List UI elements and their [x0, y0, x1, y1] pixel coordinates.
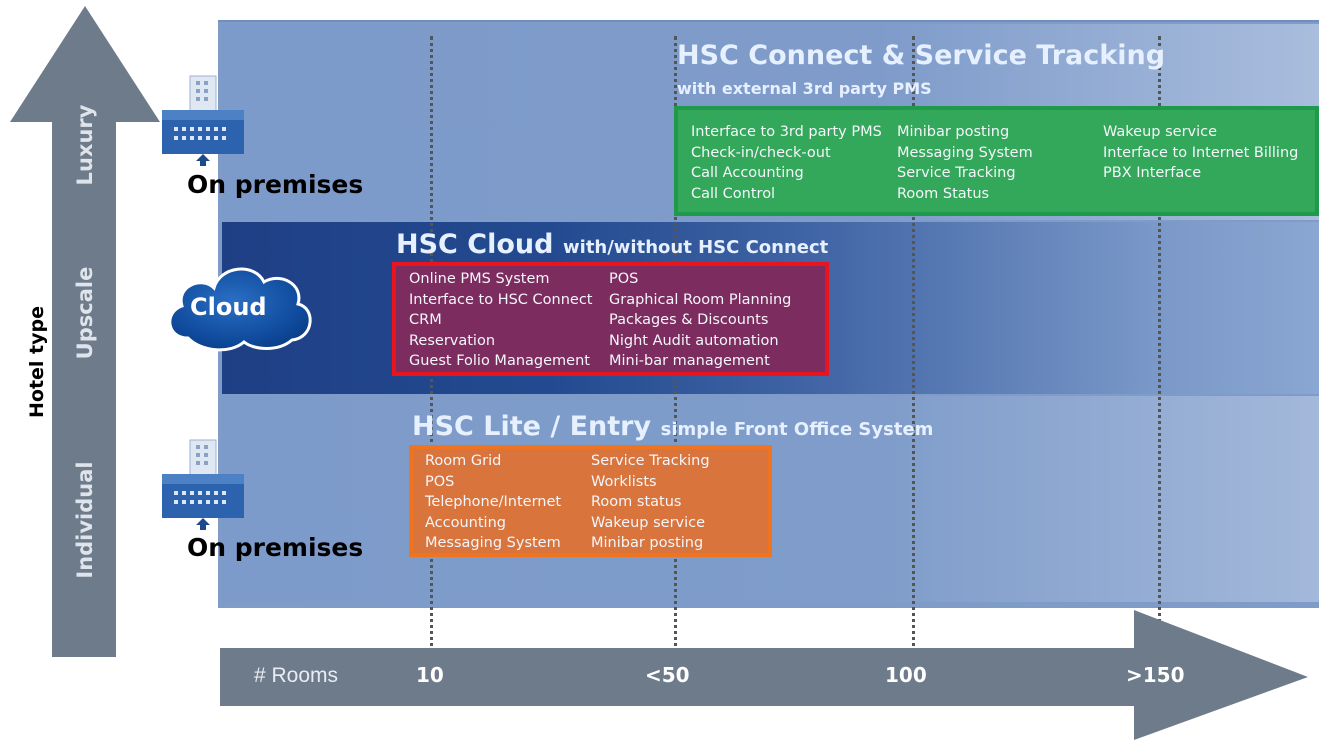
feature: Interface to Internet Billing [1103, 144, 1299, 161]
feature: Mini-bar management [609, 353, 770, 369]
feature: Room Grid [425, 453, 502, 469]
cloud-feature-box [392, 262, 829, 376]
tick-label: >150 [1126, 663, 1185, 687]
connect-title: HSC Connect & Service Tracking [677, 40, 1166, 71]
feature: Service Tracking [897, 165, 1016, 181]
connect-feature-box [674, 106, 1319, 216]
tier-luxury: Luxury [73, 104, 97, 186]
lite-features-col2: Service Tracking Worklists Room status W… [591, 451, 710, 554]
tick-label: <50 [645, 663, 690, 687]
connect-features-col1: Interface to 3rd party PMS Check-in/chec… [691, 122, 882, 204]
feature: Wakeup service [591, 514, 706, 531]
lite-subtitle: simple Front Office System [660, 419, 934, 440]
feature: Interface to 3rd party PMS [691, 124, 882, 140]
guide-line-150 [1158, 36, 1161, 654]
cloud-icon [168, 267, 312, 352]
feature: POS [609, 271, 639, 287]
building-icon [162, 75, 244, 166]
cloud-subtitle: with/without HSC Connect [563, 237, 829, 258]
feature: Packages & Discounts [609, 312, 769, 328]
feature: PBX Interface [1103, 165, 1202, 181]
cloud-title: HSC Cloud with/without HSC Connect [396, 229, 828, 260]
feature: Call Control [691, 185, 776, 202]
feature: Call Accounting [691, 165, 804, 181]
feature: Telephone/Internet [425, 494, 562, 510]
tick-label: 10 [416, 663, 444, 687]
hotel-type-axis-arrow [10, 6, 160, 657]
feature: Guest Folio Management [409, 353, 590, 369]
feature: Worklists [591, 473, 657, 490]
feature: Night Audit automation [609, 332, 779, 349]
feature: Check-in/check-out [691, 144, 831, 161]
feature: Graphical Room Planning [609, 291, 792, 308]
feature: Wakeup service [1103, 124, 1218, 140]
connect-subtitle: with external 3rd party PMS [677, 79, 932, 98]
y-axis-label: Hotel type [26, 306, 48, 419]
tick-label: 100 [885, 663, 927, 687]
connect-features-col2: Minibar posting Messaging System Service… [897, 122, 1033, 204]
building-icon [162, 439, 244, 530]
feature: Service Tracking [591, 453, 710, 469]
feature: Reservation [409, 332, 496, 349]
feature: CRM [409, 312, 442, 328]
feature: Room Status [897, 185, 990, 202]
x-axis-label: # Rooms [254, 664, 339, 687]
feature: Room status [591, 494, 682, 510]
feature: Minibar posting [591, 535, 704, 551]
feature: Messaging System [425, 535, 561, 551]
feature: Interface to HSC Connect [409, 291, 593, 308]
feature: Minibar posting [897, 124, 1010, 140]
feature: Messaging System [897, 144, 1033, 161]
deployment-label-top: On premises [187, 170, 364, 199]
cloud-title-main: HSC Cloud [396, 229, 554, 260]
deployment-label-cloud: Cloud [190, 293, 267, 321]
lite-features-col1: Room Grid POS Telephone/Internet Account… [425, 451, 561, 554]
rooms-axis-arrow [220, 610, 1308, 740]
feature: POS [425, 473, 455, 490]
feature: Accounting [425, 514, 506, 531]
lite-title: HSC Lite / Entry simple Front Office Sys… [412, 411, 933, 442]
tier-individual: Individual [73, 461, 97, 579]
connect-features-col3: Wakeup service Interface to Internet Bil… [1103, 122, 1298, 184]
feature: Online PMS System [409, 271, 550, 287]
deployment-label-bottom: On premises [187, 533, 364, 562]
tier-upscale: Upscale [73, 266, 97, 360]
lite-feature-box [409, 445, 772, 557]
cloud-features-col1: Online PMS System Interface to HSC Conne… [409, 269, 593, 372]
cloud-features-col2: POS Graphical Room Planning Packages & D… [609, 269, 791, 372]
lite-title-main: HSC Lite / Entry [412, 411, 652, 442]
guide-line-100 [912, 36, 915, 654]
